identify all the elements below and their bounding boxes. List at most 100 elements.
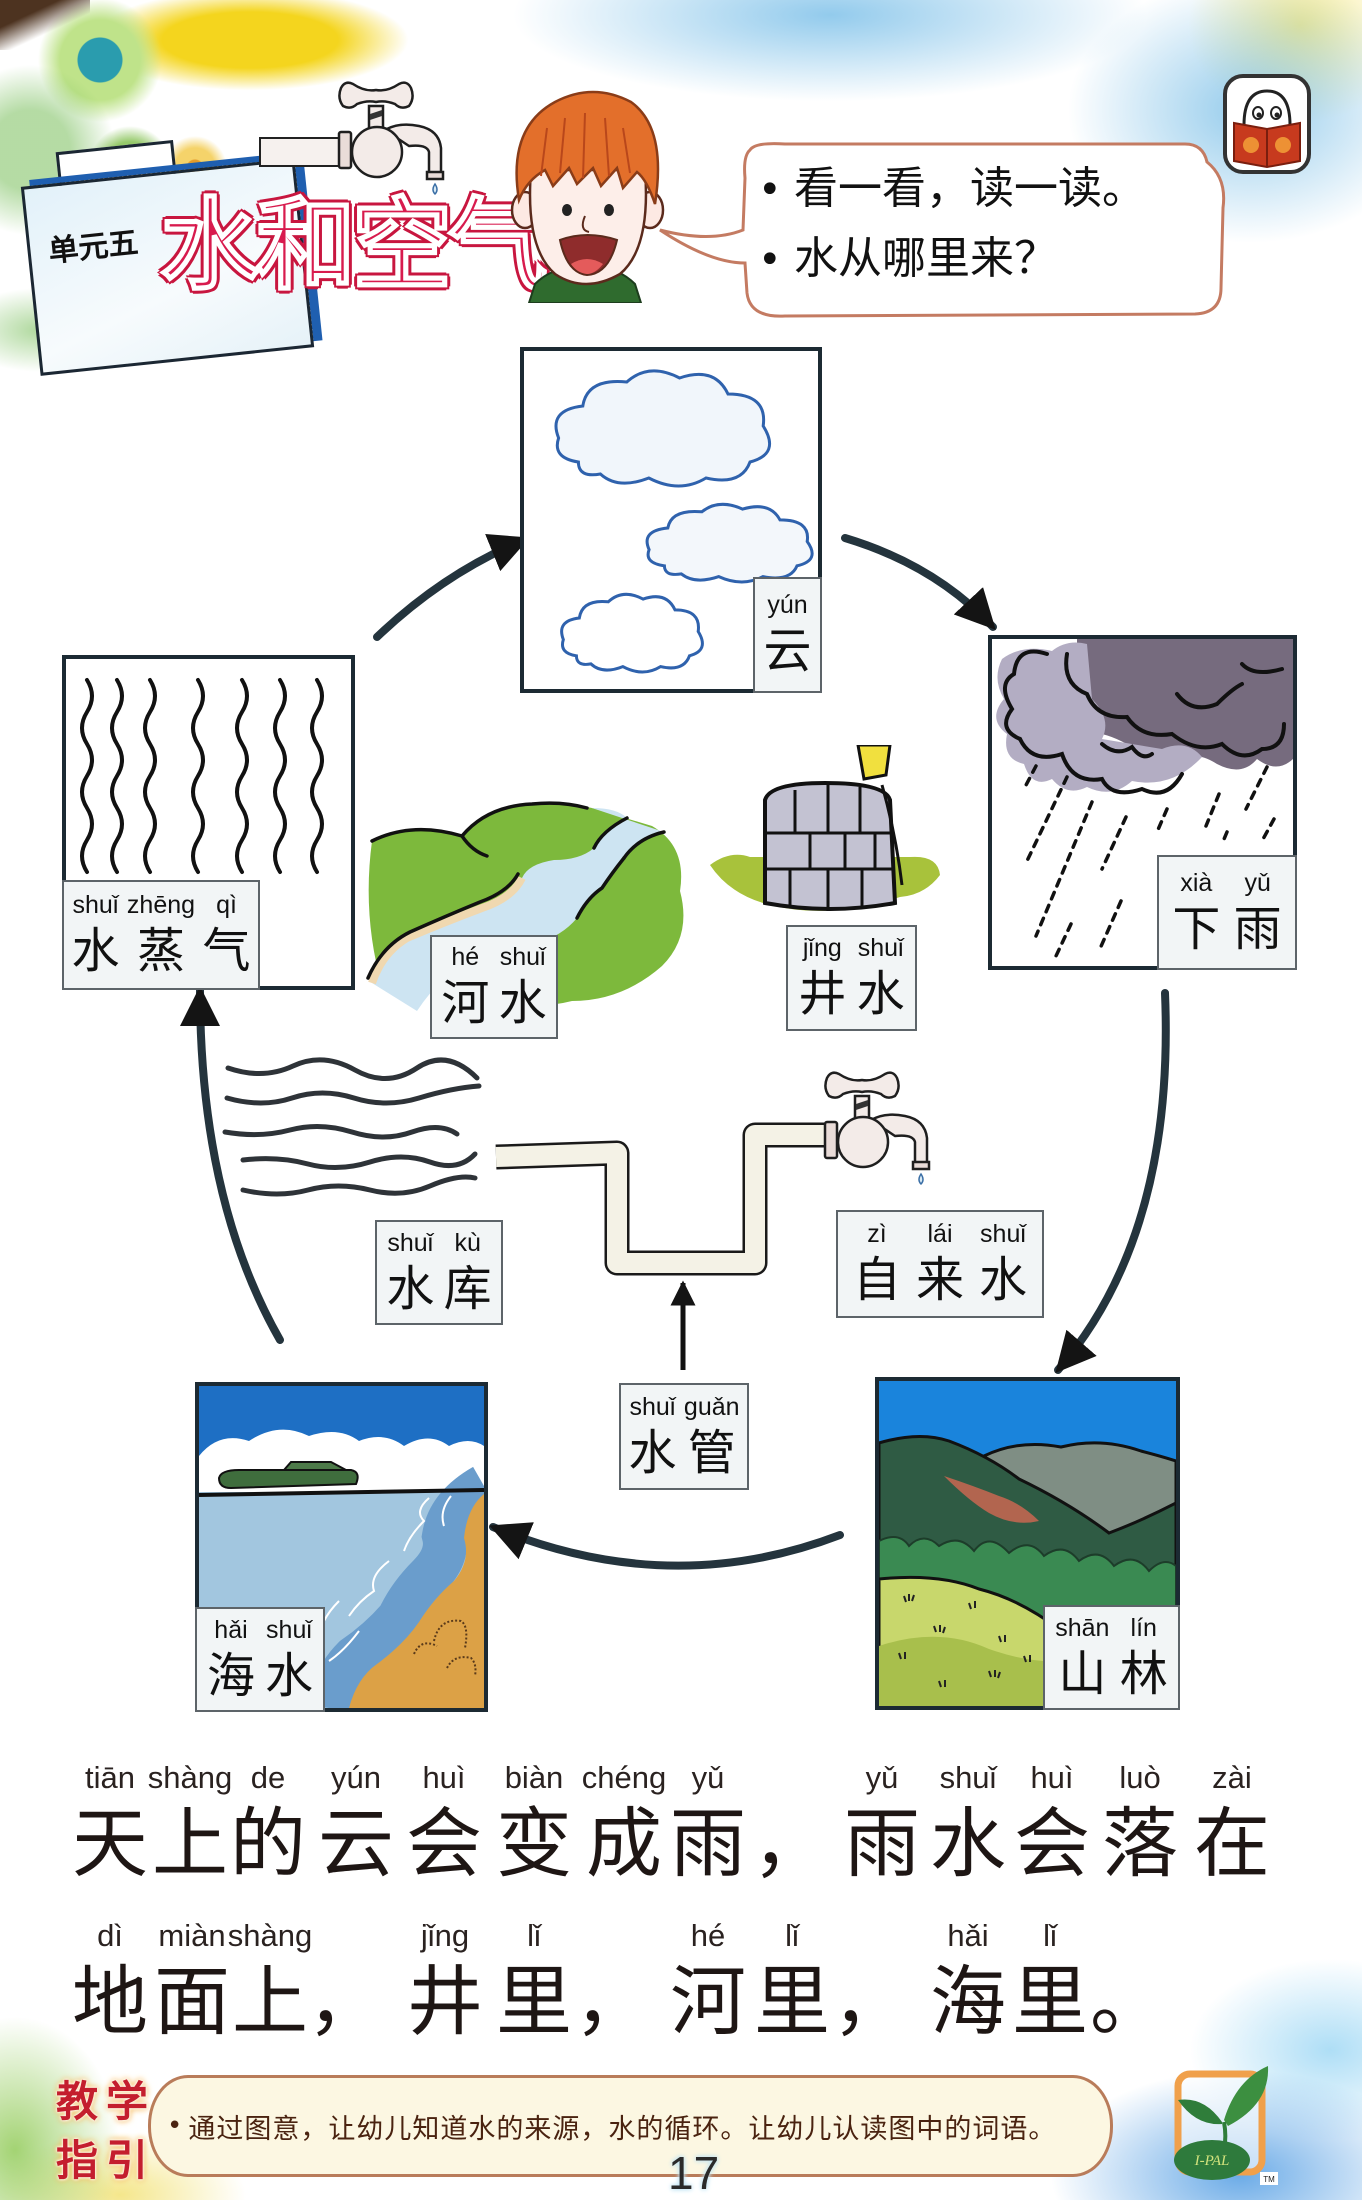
arrow-clouds-to-rain [841, 534, 997, 631]
book-left-highlight [1243, 137, 1259, 153]
word-syllable: shuǐ 水 [71, 889, 119, 981]
cloud-large [556, 371, 770, 486]
word-card-reservoir: shuǐ 水 kù 库 [375, 1220, 503, 1325]
logo-text: I-PAL [1194, 2153, 1230, 2169]
hanzi: 下 [1172, 900, 1221, 957]
clouds-picture [520, 347, 822, 693]
footprint [446, 1656, 477, 1677]
sentence-hanzi: 。 [1090, 1957, 1166, 2046]
cloud-outline [1064, 652, 1286, 758]
logo-seed [1174, 2140, 1250, 2180]
word-card-water-pipe: shuǐ 水 guǎn 管 [619, 1383, 749, 1490]
water-pipe [495, 1122, 828, 1276]
teaching-guide-badge: 教 学 指 引 [52, 2072, 152, 2190]
brick-joint-lines [788, 785, 877, 911]
boy-tongue [571, 259, 603, 274]
cloud-outline [1175, 682, 1244, 710]
word-syllable: hé 河 [441, 941, 489, 1033]
steam-line [80, 678, 94, 874]
grass-tuft [1023, 1655, 1031, 1663]
rain-streak [1097, 899, 1123, 953]
steam-line [191, 678, 205, 874]
pinyin: hé [451, 943, 480, 971]
pinyin: guǎn [683, 1392, 740, 1421]
faucet-spout [382, 123, 443, 176]
faucet-tip [425, 170, 445, 181]
grass-tuft [898, 1652, 906, 1660]
faucet-body [836, 1115, 890, 1169]
reservoir-waves [222, 1057, 482, 1197]
rain-streak [1034, 800, 1094, 938]
foam-line [348, 1560, 390, 1617]
footprints [413, 1619, 477, 1677]
mountain-rock-streak [944, 1476, 1039, 1523]
footprint [413, 1642, 438, 1655]
grass-tuft [998, 1635, 1006, 1643]
page-number: 17 [668, 2147, 720, 2199]
logo-leaf-left [1178, 2099, 1222, 2125]
steam-line [143, 678, 157, 874]
pinyin: qì [216, 891, 237, 919]
sentence-pinyin: miàn [158, 1918, 226, 1953]
word-syllable: yǔ 雨 [1234, 867, 1282, 959]
sentence-hanzi: 上 [232, 1957, 308, 2046]
mountain-forest-picture [875, 1377, 1180, 1710]
pinyin: xià [1180, 868, 1213, 897]
grass-tuft [988, 1670, 1001, 1679]
boy-hair [515, 90, 660, 205]
grass-tuft [938, 1680, 946, 1688]
faucet-collar [823, 1120, 839, 1160]
reservoir-wave [240, 1174, 478, 1197]
badge-char: 教 [55, 2077, 98, 2126]
steam-lines [80, 678, 324, 874]
publisher-logo: I-PAL TM [1174, 2066, 1278, 2185]
badge-char: 指 [55, 2136, 98, 2185]
word-syllable: lái 来 [916, 1218, 964, 1310]
boy-nose [581, 215, 590, 233]
hanzi: 河 [441, 975, 490, 1031]
sentence-punctuation: 。 [1088, 1916, 1168, 2056]
sentence-hanzi: 河 [670, 1957, 746, 2046]
sentence-pinyin: tiān [85, 1760, 135, 1795]
hanzi: 井 [798, 966, 847, 1022]
sentence-pinyin: huì [1030, 1760, 1074, 1795]
hanzi: 林 [1119, 1645, 1168, 1702]
sentence-hanzi: 上 [152, 1799, 228, 1888]
sentence-pinyin: lǐ [527, 1918, 541, 1953]
sentence-hanzi: 井 [407, 1957, 483, 2046]
hanzi: 山 [1058, 1645, 1107, 1702]
word-syllable: hǎi 海 [207, 1614, 255, 1706]
book-right-highlight [1275, 137, 1291, 153]
sentence-punctuation: ， [572, 1916, 652, 2056]
word-syllable: shuǐ 水 [386, 1227, 434, 1319]
hanzi: 蒸 [136, 923, 185, 979]
steam-line [310, 678, 324, 874]
well-bricks [765, 785, 894, 911]
scan-shadow-corner [0, 0, 90, 50]
sentence-pinyin: dì [97, 1918, 123, 1953]
pinyin: shān [1055, 1613, 1110, 1642]
hanzi: 气 [202, 923, 251, 979]
sentence-hanzi: 在 [1194, 1799, 1270, 1888]
bubble-line-where-water: •水从哪里来？ [758, 232, 1058, 287]
sentence-pinyin: hǎi [947, 1918, 989, 1953]
sentence-pinyin: shuǐ [939, 1760, 997, 1795]
grass-tuft [903, 1594, 915, 1603]
teaching-guide-text: 通过图意，让幼儿知道水的来源，水的循环。让幼儿认读图中的词语。 [188, 2113, 1057, 2145]
cycle-arrows [180, 534, 1170, 1570]
pipe-body [495, 1125, 828, 1273]
boy-hair-strands [540, 112, 631, 179]
land-edge [460, 801, 589, 838]
sentence-hanzi: 里 [496, 1957, 572, 2046]
